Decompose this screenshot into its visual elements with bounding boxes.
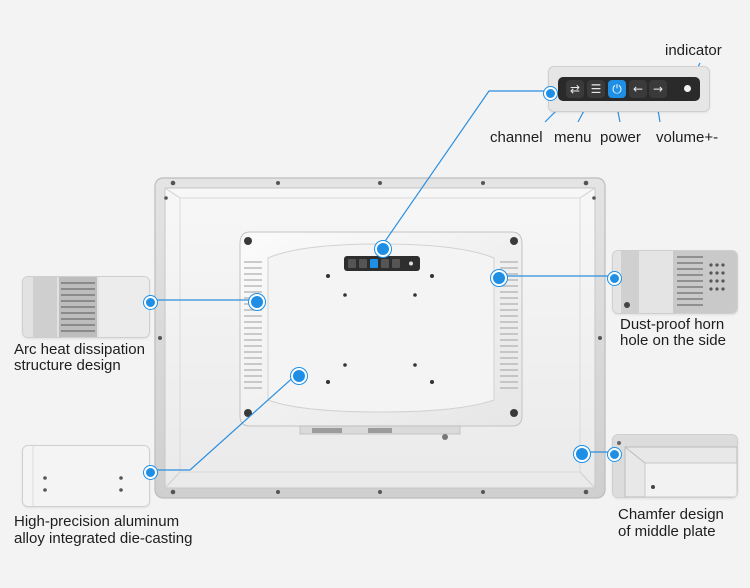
connector-dot-arc-heat — [143, 295, 157, 309]
indicator-led-icon — [684, 85, 691, 92]
aluminum-inset — [22, 445, 150, 507]
connector-dot-control-panel — [543, 86, 557, 100]
connector-dot-chamfer — [607, 447, 621, 461]
power-label: power — [600, 129, 641, 146]
dust-proof-inset — [612, 250, 738, 314]
channel-button[interactable]: ⇄ — [566, 80, 584, 98]
power-button[interactable]: ⏻ — [608, 80, 626, 98]
chamfer-label-line2: of middle plate — [618, 523, 716, 540]
callout-dot-control-panel[interactable] — [375, 241, 391, 257]
arc-heat-inset — [22, 276, 150, 338]
aluminum-label-line1: High-precision aluminum — [14, 513, 180, 530]
callout-dot-dust-proof[interactable] — [491, 270, 507, 286]
dust-proof-label-line2: hole on the side — [620, 332, 726, 349]
volume-down-button[interactable]: ← — [629, 80, 647, 98]
arc-heat-label-line1: Arc heat dissipation — [14, 341, 145, 358]
channel-label: channel — [490, 129, 543, 146]
leader-control-panel — [380, 90, 548, 248]
callout-dot-chamfer[interactable] — [574, 446, 590, 462]
aluminum-label-line2: alloy integrated die-casting — [14, 530, 193, 547]
connector-dot-dust-proof — [607, 271, 621, 285]
menu-button[interactable]: ☰ — [587, 80, 605, 98]
arc-heat-label-line2: structure design — [14, 357, 121, 374]
volume-label: volume+- — [656, 129, 719, 146]
callout-dot-arc-heat[interactable] — [249, 294, 265, 310]
dust-proof-label-line1: Dust-proof horn — [620, 316, 725, 333]
menu-label: menu — [554, 129, 592, 146]
chamfer-label-line1: Chamfer design — [618, 506, 724, 523]
callout-dot-aluminum[interactable] — [291, 368, 307, 384]
leader-aluminum — [148, 373, 298, 471]
connector-dot-aluminum — [143, 465, 157, 479]
control-panel-inset: ⇄ ☰ ⏻ ← → — [548, 66, 710, 112]
chamfer-inset — [612, 434, 738, 498]
indicator-label: indicator — [665, 42, 722, 59]
volume-up-button[interactable]: → — [649, 80, 667, 98]
